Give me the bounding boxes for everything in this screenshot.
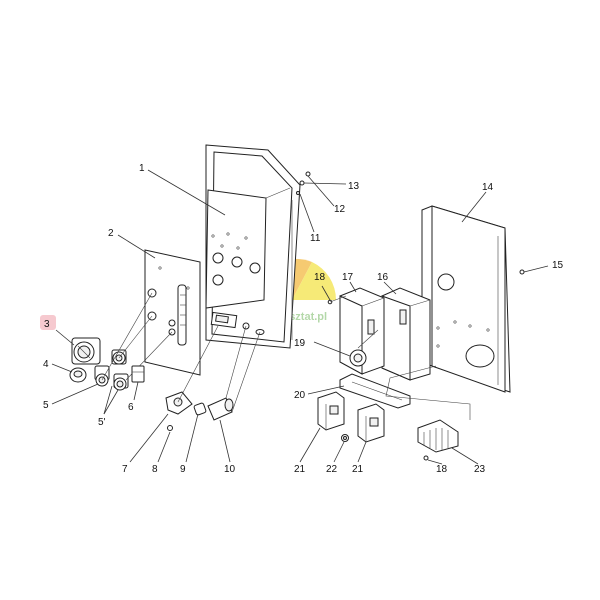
part-18-screws xyxy=(327,299,429,461)
part-21-contactor-left xyxy=(317,391,345,431)
callout-17: 17 xyxy=(342,272,354,283)
callout-3: 3 xyxy=(44,319,50,330)
callout-labels: 1 2 3 4 5 5' 6 7 8 9 10 11 12 13 14 15 1… xyxy=(43,163,564,475)
part-16-module xyxy=(381,287,431,381)
part-3-main-switch xyxy=(71,337,101,365)
callout-19: 19 xyxy=(294,338,306,349)
part-17-module xyxy=(339,287,385,375)
callout-8: 8 xyxy=(152,464,158,475)
callout-12: 12 xyxy=(334,204,346,215)
callout-16: 16 xyxy=(377,272,389,283)
part-20-din-rail xyxy=(339,373,411,409)
callout-14: 14 xyxy=(482,182,494,193)
part-4-knob xyxy=(69,367,87,383)
part-14-back-plate xyxy=(421,205,511,393)
part-7-rotary-switch xyxy=(165,325,219,415)
part-19-grommet xyxy=(349,349,367,367)
callout-21-right: 21 xyxy=(352,464,364,475)
leader-lines xyxy=(51,169,549,465)
callout-1: 1 xyxy=(139,163,145,174)
callout-23: 23 xyxy=(474,464,486,475)
callout-13: 13 xyxy=(348,181,360,192)
callout-10: 10 xyxy=(224,464,236,475)
part-9-fuse xyxy=(193,402,207,416)
part-10-indicator-lamp xyxy=(207,325,261,421)
callout-5-prime: 5' xyxy=(98,417,106,428)
part-1-front-enclosure xyxy=(205,144,301,349)
callout-15: 15 xyxy=(552,260,564,271)
part-23-terminal-block xyxy=(417,419,459,453)
callout-3-highlight xyxy=(40,315,56,330)
callout-4: 4 xyxy=(43,359,49,370)
callout-21-left: 21 xyxy=(294,464,306,475)
callout-11: 11 xyxy=(310,233,321,244)
part-15-screw xyxy=(519,269,525,275)
callout-18-top: 18 xyxy=(314,272,326,283)
part-22-nut xyxy=(341,434,349,442)
callout-7: 7 xyxy=(122,464,128,475)
callout-20: 20 xyxy=(294,390,306,401)
callout-5: 5 xyxy=(43,400,49,411)
part-5-push-buttons xyxy=(94,292,173,391)
callout-9: 9 xyxy=(180,464,186,475)
callout-22: 22 xyxy=(326,464,338,475)
routing-lines xyxy=(329,295,471,420)
callout-6: 6 xyxy=(128,402,134,413)
callout-2: 2 xyxy=(108,228,114,239)
part-6-contact-block xyxy=(131,365,145,383)
part-21-contactor-right xyxy=(357,403,385,443)
part-2-panel-plate xyxy=(144,249,201,376)
callout-18-bottom: 18 xyxy=(436,464,448,475)
part-8-screw xyxy=(167,425,173,431)
